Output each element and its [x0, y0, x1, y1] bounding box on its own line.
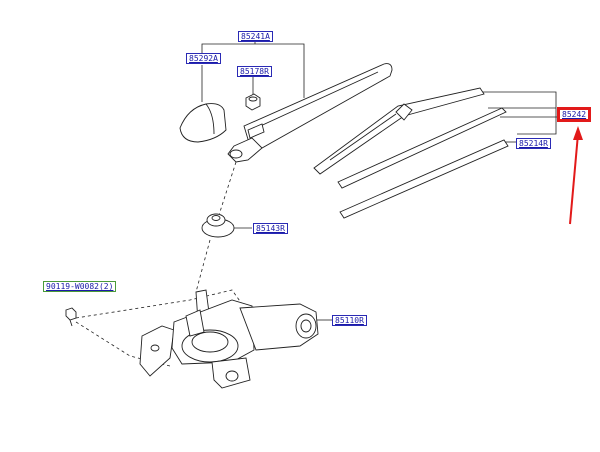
wiper-blade: [313, 87, 485, 175]
wiper-motor: [139, 289, 319, 389]
part-label-rubber[interactable]: 85214R: [516, 138, 551, 149]
bolt: [65, 307, 77, 327]
part-label-bolt[interactable]: 90119-W0082(2): [43, 281, 117, 292]
seal-grommet: [201, 213, 235, 238]
head-cap: [179, 103, 227, 143]
part-label-seal[interactable]: 85143R: [253, 223, 288, 234]
wiper-arm: [227, 63, 393, 163]
nut: [245, 93, 261, 111]
part-label-blade[interactable]: 85242: [557, 107, 592, 122]
bolt-quantity: (2): [98, 282, 114, 291]
rubber-refills: [337, 107, 509, 219]
part-label-arm[interactable]: 85241A: [238, 31, 273, 42]
leader-lines: [201, 40, 560, 321]
bolt-part-number: 90119-W0082: [46, 282, 99, 291]
red-pointer-arrow: [569, 126, 583, 225]
part-label-motor[interactable]: 85110R: [332, 315, 367, 326]
part-label-nut[interactable]: 85178R: [237, 66, 272, 77]
part-label-cap[interactable]: 85292A: [186, 53, 221, 64]
